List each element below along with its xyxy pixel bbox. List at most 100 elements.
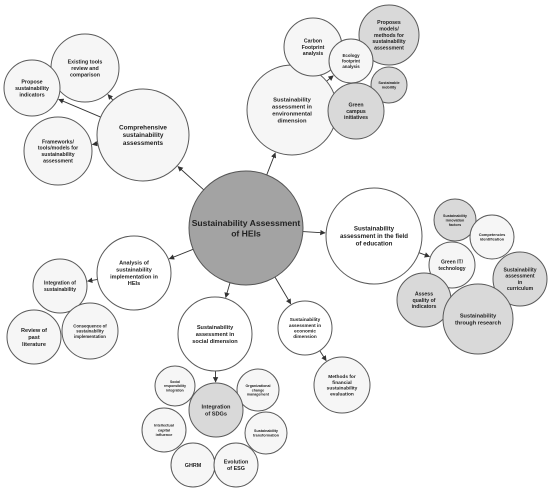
arrow-center-to-implementation (168, 248, 194, 260)
node-circle (469, 214, 515, 260)
node-circle (61, 302, 119, 360)
node-circle (370, 66, 408, 104)
node-circle (96, 88, 190, 182)
node-circle (442, 283, 514, 355)
node-circle (244, 411, 288, 455)
node-circle (213, 442, 259, 488)
node-circle (358, 4, 420, 66)
node-circle (327, 82, 385, 140)
arrow-comprehensive-to-existing-tools (107, 94, 114, 101)
node-circle (23, 116, 93, 186)
node-label: GHRM (185, 463, 202, 469)
node-circle (236, 368, 280, 412)
node-circle (492, 251, 548, 307)
arrow-center-to-social (224, 282, 231, 299)
node-circle (32, 258, 88, 314)
node-circle (188, 382, 244, 438)
node-circle (313, 356, 371, 414)
arrow-center-to-comprehensive (177, 166, 205, 191)
node-circle (154, 365, 196, 407)
node-circle (428, 241, 476, 289)
node-green-it: Green IT/technology (428, 241, 476, 289)
arrow-comprehensive-to-propose-indicators (58, 98, 101, 118)
node-label: Green IT/technology (438, 260, 465, 272)
node-circle (277, 300, 333, 356)
node-circle (6, 309, 62, 365)
arrow-center-to-economic (274, 276, 292, 305)
arrow-economic-to-financial-methods (319, 350, 327, 362)
arrow-implementation-to-integration-sustainability (87, 277, 98, 283)
node-circle (177, 296, 253, 372)
node-ghrm: GHRM (170, 442, 216, 488)
arrow-education-to-green-it (418, 252, 431, 258)
node-circle (325, 187, 423, 285)
arrow-comprehensive-to-frameworks (91, 140, 98, 147)
arrow-environmental-to-ecology-footprint (326, 75, 334, 82)
node-circle (141, 407, 187, 453)
arrow-center-to-education (302, 229, 326, 236)
node-circle (96, 235, 172, 311)
arrow-center-to-environmental (266, 152, 277, 176)
node-circle (433, 198, 477, 242)
node-circle (188, 170, 304, 286)
